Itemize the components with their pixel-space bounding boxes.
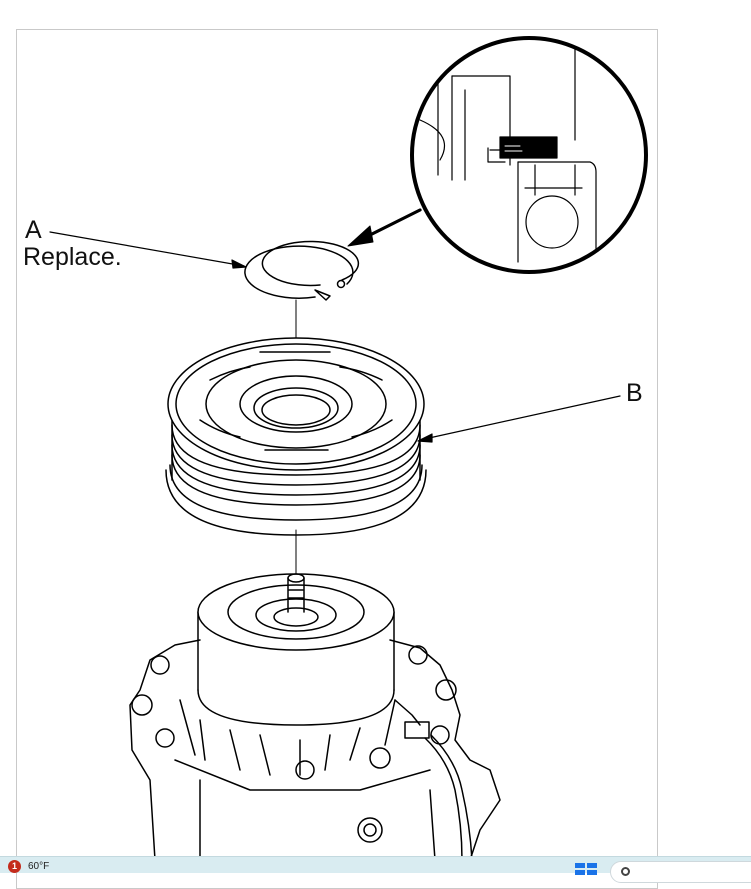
windows-taskbar: 1 60°F (0, 856, 751, 883)
callout-label-a: A (25, 216, 42, 244)
windows-start-icon[interactable] (575, 863, 597, 875)
compressor (129, 573, 501, 861)
callout-note-replace: Replace. (23, 243, 122, 271)
search-icon (621, 867, 630, 876)
weather-temperature[interactable]: 60°F (28, 861, 50, 872)
pulley (165, 337, 427, 536)
callout-label-b: B (626, 379, 643, 407)
leader-line-a (49, 231, 247, 269)
weather-icon[interactable]: 1 (8, 860, 21, 873)
snap-ring (244, 240, 360, 301)
taskbar-search-box[interactable] (610, 861, 751, 883)
leader-line-b (417, 395, 621, 443)
detail-inset (347, 36, 648, 274)
